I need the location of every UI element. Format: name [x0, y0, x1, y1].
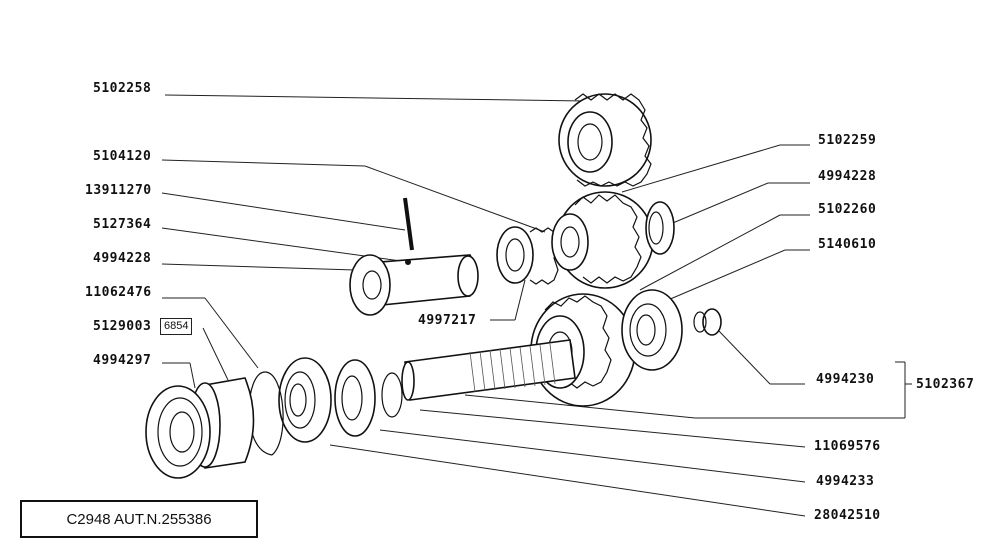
bushing-4997217	[496, 226, 559, 285]
seal-4994297	[145, 385, 211, 479]
label-11062476: 11062476	[85, 285, 152, 300]
bearing-28042510	[278, 357, 332, 443]
sleeve-5127364	[349, 254, 479, 316]
gear-5102258	[558, 93, 652, 187]
label-5102258: 5102258	[93, 81, 152, 96]
label-5140610: 5140610	[818, 237, 877, 252]
snapring-11062476	[248, 371, 284, 456]
label-box-6854: 6854	[160, 318, 193, 335]
label-28042510: 28042510	[814, 508, 881, 523]
label-4994228-left: 4994228	[93, 251, 152, 266]
cap-4994230	[693, 308, 722, 336]
label-11069576: 11069576	[814, 439, 881, 454]
label-4997217: 4997217	[418, 313, 477, 328]
label-5127364: 5127364	[93, 217, 152, 232]
ring-4994233	[334, 359, 376, 437]
label-5129003: 5129003	[93, 319, 152, 334]
snapring-11069576	[381, 372, 403, 418]
label-5102367: 5102367	[916, 377, 975, 392]
label-4994233: 4994233	[816, 474, 875, 489]
label-5104120: 5104120	[93, 149, 152, 164]
gear-5102259	[551, 191, 654, 289]
label-4994228-right: 4994228	[818, 169, 877, 184]
leader-lines	[161, 94, 912, 517]
label-5102260: 5102260	[818, 202, 877, 217]
authorization-stamp: C2948 AUT.N.255386	[20, 500, 258, 538]
ring-4994228	[645, 201, 675, 255]
bearing-5140610	[621, 289, 683, 371]
label-4994297: 4994297	[93, 353, 152, 368]
pin-13911270	[403, 197, 414, 251]
main-shaft	[401, 339, 576, 401]
label-4994230: 4994230	[816, 372, 875, 387]
label-5102259: 5102259	[818, 133, 877, 148]
label-13911270: 13911270	[85, 183, 152, 198]
